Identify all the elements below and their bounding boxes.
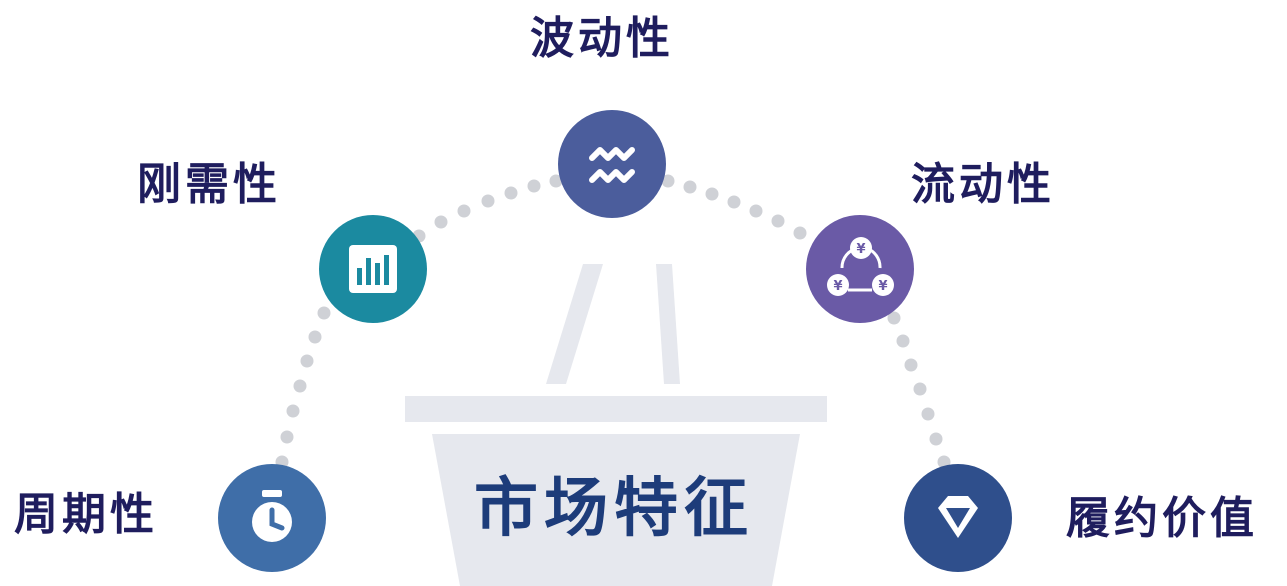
arc-dot: [749, 204, 763, 218]
arc-dot: [457, 204, 471, 218]
label-bodong: 波动性: [530, 13, 674, 64]
podium-left-beam: [546, 264, 603, 384]
dotted-arc: [275, 174, 951, 469]
arc-dot: [280, 430, 294, 444]
podium-right-beam: [656, 264, 680, 384]
feature-circle-lvyue[interactable]: [904, 464, 1012, 572]
arc-dot: [286, 404, 300, 418]
arc-dot: [549, 174, 563, 188]
arc-dot: [887, 311, 901, 325]
podium: [405, 264, 827, 586]
arc-dot: [661, 174, 675, 188]
arc-dot: [705, 187, 719, 201]
label-liudong: 流动性: [911, 159, 1055, 210]
diamond-icon: [938, 496, 978, 538]
svg-text:¥: ¥: [856, 242, 865, 257]
svg-text:¥: ¥: [833, 279, 842, 294]
arc-dot: [434, 215, 448, 229]
currency-cycle-icon: ¥ ¥ ¥: [827, 237, 894, 296]
stopwatch-icon: [252, 490, 292, 542]
arc-dot: [896, 334, 910, 348]
podium-top-bar: [405, 396, 827, 422]
feature-circle-zhouqi[interactable]: [218, 464, 326, 572]
feature-circle-bodong[interactable]: [558, 110, 666, 218]
arc-dot: [300, 354, 314, 368]
arc-dot: [921, 407, 935, 421]
center-title: 市场特征: [474, 472, 754, 546]
label-zhouqi: 周期性: [14, 489, 158, 540]
feature-circle-liudong[interactable]: ¥ ¥ ¥: [806, 215, 914, 323]
podium-base: [432, 434, 800, 586]
arc-dot: [929, 432, 943, 446]
bar-chart-icon: [349, 245, 397, 293]
arc-dot: [293, 379, 307, 393]
arc-dot: [504, 186, 518, 200]
arc-dot: [317, 306, 331, 320]
arc-dot: [904, 358, 918, 372]
label-lvyue: 履约价值: [1066, 493, 1258, 544]
arc-dot: [727, 195, 741, 209]
arc-dot: [308, 330, 322, 344]
arc-dot: [527, 179, 541, 193]
feature-circle-bg: [806, 215, 914, 323]
label-gangxu: 刚需性: [137, 159, 281, 210]
arc-dot: [913, 382, 927, 396]
svg-text:¥: ¥: [878, 279, 887, 294]
arc-dot: [793, 226, 807, 240]
feature-circle-bg: [558, 110, 666, 218]
arc-dot: [481, 194, 495, 208]
arc-dot: [683, 180, 697, 194]
feature-circle-gangxu[interactable]: [319, 215, 427, 323]
wave-icon: [589, 147, 635, 183]
arc-dot: [771, 214, 785, 228]
